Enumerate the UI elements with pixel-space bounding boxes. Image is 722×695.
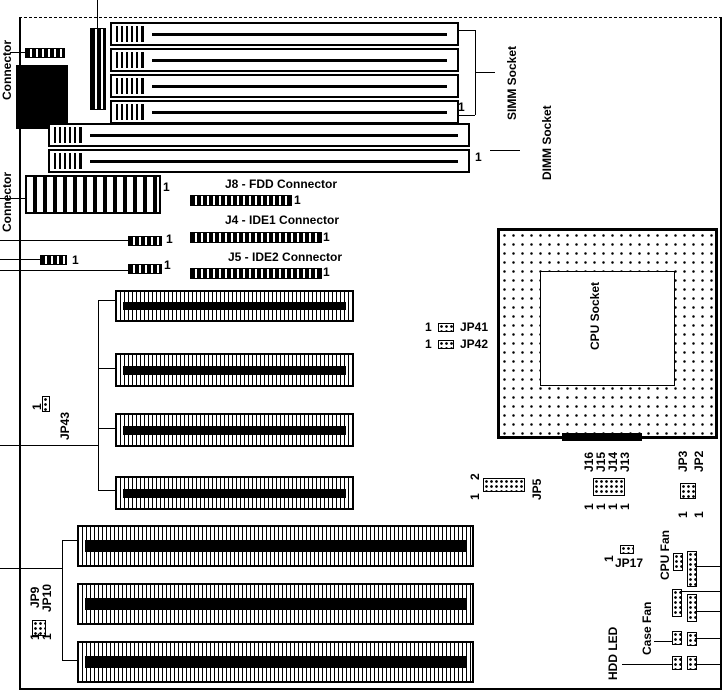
jp43-jumper (42, 396, 50, 412)
ide2-connector (190, 268, 322, 279)
ide2-connector-label: J5 - IDE2 Connector (228, 250, 343, 264)
case-fan-label: Case Fan (640, 601, 654, 655)
jp17-label: JP17 (615, 556, 644, 570)
j13-label: J13 (618, 451, 632, 472)
simm-socket-label: SIMM Socket (505, 45, 519, 120)
simm-socket-1 (110, 22, 459, 46)
socket-lever (562, 433, 642, 441)
ide1-connector (190, 232, 322, 243)
front-panel-header-2 (672, 589, 682, 617)
jp42-pin1: 1 (425, 337, 432, 351)
simm-socket-2 (110, 48, 459, 72)
cpu-socket-label: CPU Socket (588, 281, 602, 350)
ide1-pin1-label: 1 (323, 230, 330, 244)
cpu-fan-header (673, 553, 683, 571)
jp42-jumper (438, 340, 454, 349)
jp5-label: JP5 (530, 478, 544, 500)
jp5-pin1: 1 (468, 493, 482, 500)
power-connector (25, 175, 161, 214)
pci-slot-1 (115, 290, 354, 322)
pci-slot-2 (115, 353, 354, 387)
pci-slot-3 (115, 413, 354, 447)
simm-pin1-label: 1 (458, 100, 465, 114)
jp3-pin1: 1 (676, 511, 690, 518)
front-panel-header-3 (687, 594, 697, 622)
hdd-led-header (672, 656, 682, 670)
header-a-pin1: 1 (166, 232, 173, 246)
dimm-socket-label: DIMM Socket (540, 105, 554, 180)
dimm-socket-1 (48, 123, 470, 147)
isa-slot-3 (77, 641, 474, 683)
fdd-pin1-label: 1 (294, 193, 301, 207)
jp10-pin1: 1 (40, 633, 54, 640)
jp43-pin1: 1 (30, 403, 44, 410)
jp3-jp2-jumpers (680, 483, 696, 499)
jp41-label: JP41 (460, 320, 489, 334)
jp2-label: JP2 (692, 450, 706, 472)
jp43-label: JP43 (58, 411, 72, 440)
hdd-led-label: HDD LED (606, 626, 620, 680)
jp42-label: JP42 (460, 337, 489, 351)
j13-j16-jumpers (593, 478, 625, 496)
header-a (128, 236, 162, 246)
jp41-jumper (438, 323, 454, 332)
dimm-pin1-label: 1 (475, 150, 482, 164)
jp17-pin1: 1 (602, 555, 616, 562)
cpu-fan-label: CPU Fan (658, 529, 672, 580)
jumper-block-top (90, 28, 106, 110)
cpu-socket (497, 228, 718, 439)
small-header (25, 48, 65, 58)
jp41-pin1: 1 (425, 320, 432, 334)
jp3-label: JP3 (676, 450, 690, 472)
board-outline (19, 17, 722, 690)
jp2-pin1: 1 (692, 511, 706, 518)
jp5-pin2: 2 (468, 473, 482, 480)
fdd-connector-label: J8 - FDD Connector (225, 177, 338, 191)
power-pin1-label: 1 (163, 180, 170, 194)
header-c (128, 264, 162, 274)
isa-slot-2 (77, 583, 474, 625)
io-connector (16, 65, 68, 129)
top-connector-label: Connector (0, 40, 14, 100)
power-connector-label: Connector (0, 172, 14, 232)
pci-slot-4 (115, 476, 354, 510)
simm-socket-4 (110, 100, 459, 124)
jp9-jp10-jumpers (32, 620, 46, 636)
front-panel-header-1 (687, 551, 697, 587)
jp5-jumper (483, 478, 525, 492)
fdd-connector (190, 195, 292, 206)
case-fan-header (672, 631, 682, 645)
header-b (40, 255, 67, 265)
jp17-jumper (620, 545, 634, 554)
ide2-pin1-label: 1 (323, 265, 330, 279)
front-panel-header-5 (687, 656, 697, 670)
j13-pin1: 1 (618, 503, 632, 510)
jp10-label: JP10 (40, 583, 54, 612)
isa-slot-1 (77, 525, 474, 567)
front-panel-header-4 (687, 632, 697, 646)
dimm-socket-2 (48, 149, 470, 173)
header-c-pin1: 1 (164, 258, 171, 272)
ide1-connector-label: J4 - IDE1 Connector (225, 213, 340, 227)
header-b-pin1: 1 (72, 253, 79, 267)
simm-socket-3 (110, 74, 459, 98)
